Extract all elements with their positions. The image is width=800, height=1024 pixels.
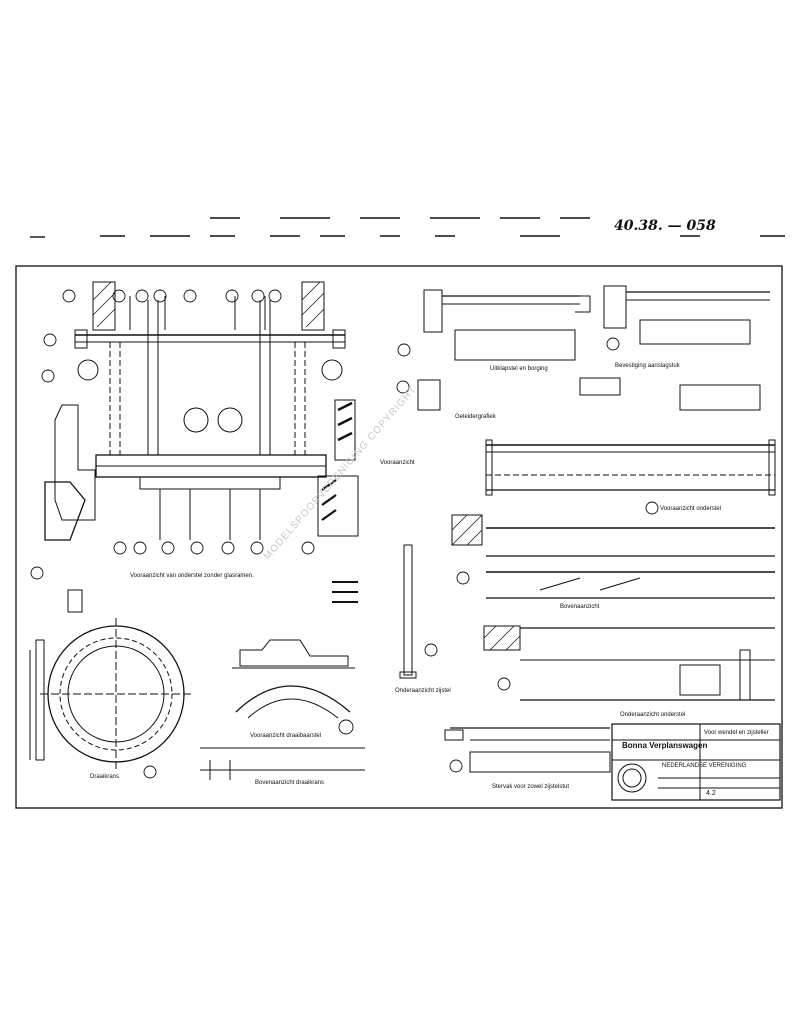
caption-bottom-underframe: Onderaanzicht onderstel (620, 712, 686, 718)
callout-circles (30, 289, 659, 779)
caption-turntable: Vooraanzicht draaibaarstel (250, 733, 322, 739)
caption-front-small: Vooraanzicht (380, 460, 415, 466)
caption-front-underframe: Vooraanzicht onderstel (660, 506, 722, 512)
caption-strut: Stervak voor zowel zijstelstut (492, 784, 570, 790)
arc-bracket-drawing (232, 639, 355, 719)
handwritten-drawing-number: 40.38. — 058 (614, 218, 716, 234)
caption-front-view: Vooraanzicht van onderstel zonder glasra… (130, 573, 254, 579)
caption-guide-graph: Geleidergrafiek (455, 414, 496, 420)
slewing-ring-drawing (29, 618, 192, 770)
sheet-border (15, 265, 783, 809)
caption-ring-top: Bovenaanzicht draaikrans (255, 780, 325, 786)
title-block-title: Bonna Verplanswagen (622, 741, 708, 750)
top-dash-row (30, 217, 785, 238)
caption-slewing-ring: Draaikrans (90, 774, 120, 780)
long-sections (444, 439, 776, 773)
upper-right-details (417, 285, 770, 411)
caption-top-view: Bovenaanzicht (560, 604, 600, 610)
front-view-underframe (44, 281, 359, 613)
title-block-lines (611, 723, 781, 801)
bottom-detail (200, 747, 365, 780)
caption-hinge: Uitklapstel en borging (490, 366, 548, 372)
vertical-post (399, 544, 417, 679)
title-block-association: NEDERLANDSE VERENIGING (662, 763, 747, 769)
caption-side-frame: Onderaanzicht zijstel (395, 688, 451, 694)
caption-bracket: Bevestiging aanslagstuk (615, 363, 680, 369)
title-block-subtitle: Voor wendel en zijsteller (704, 730, 769, 736)
title-block-sheet-number: 4.2 (706, 790, 716, 797)
